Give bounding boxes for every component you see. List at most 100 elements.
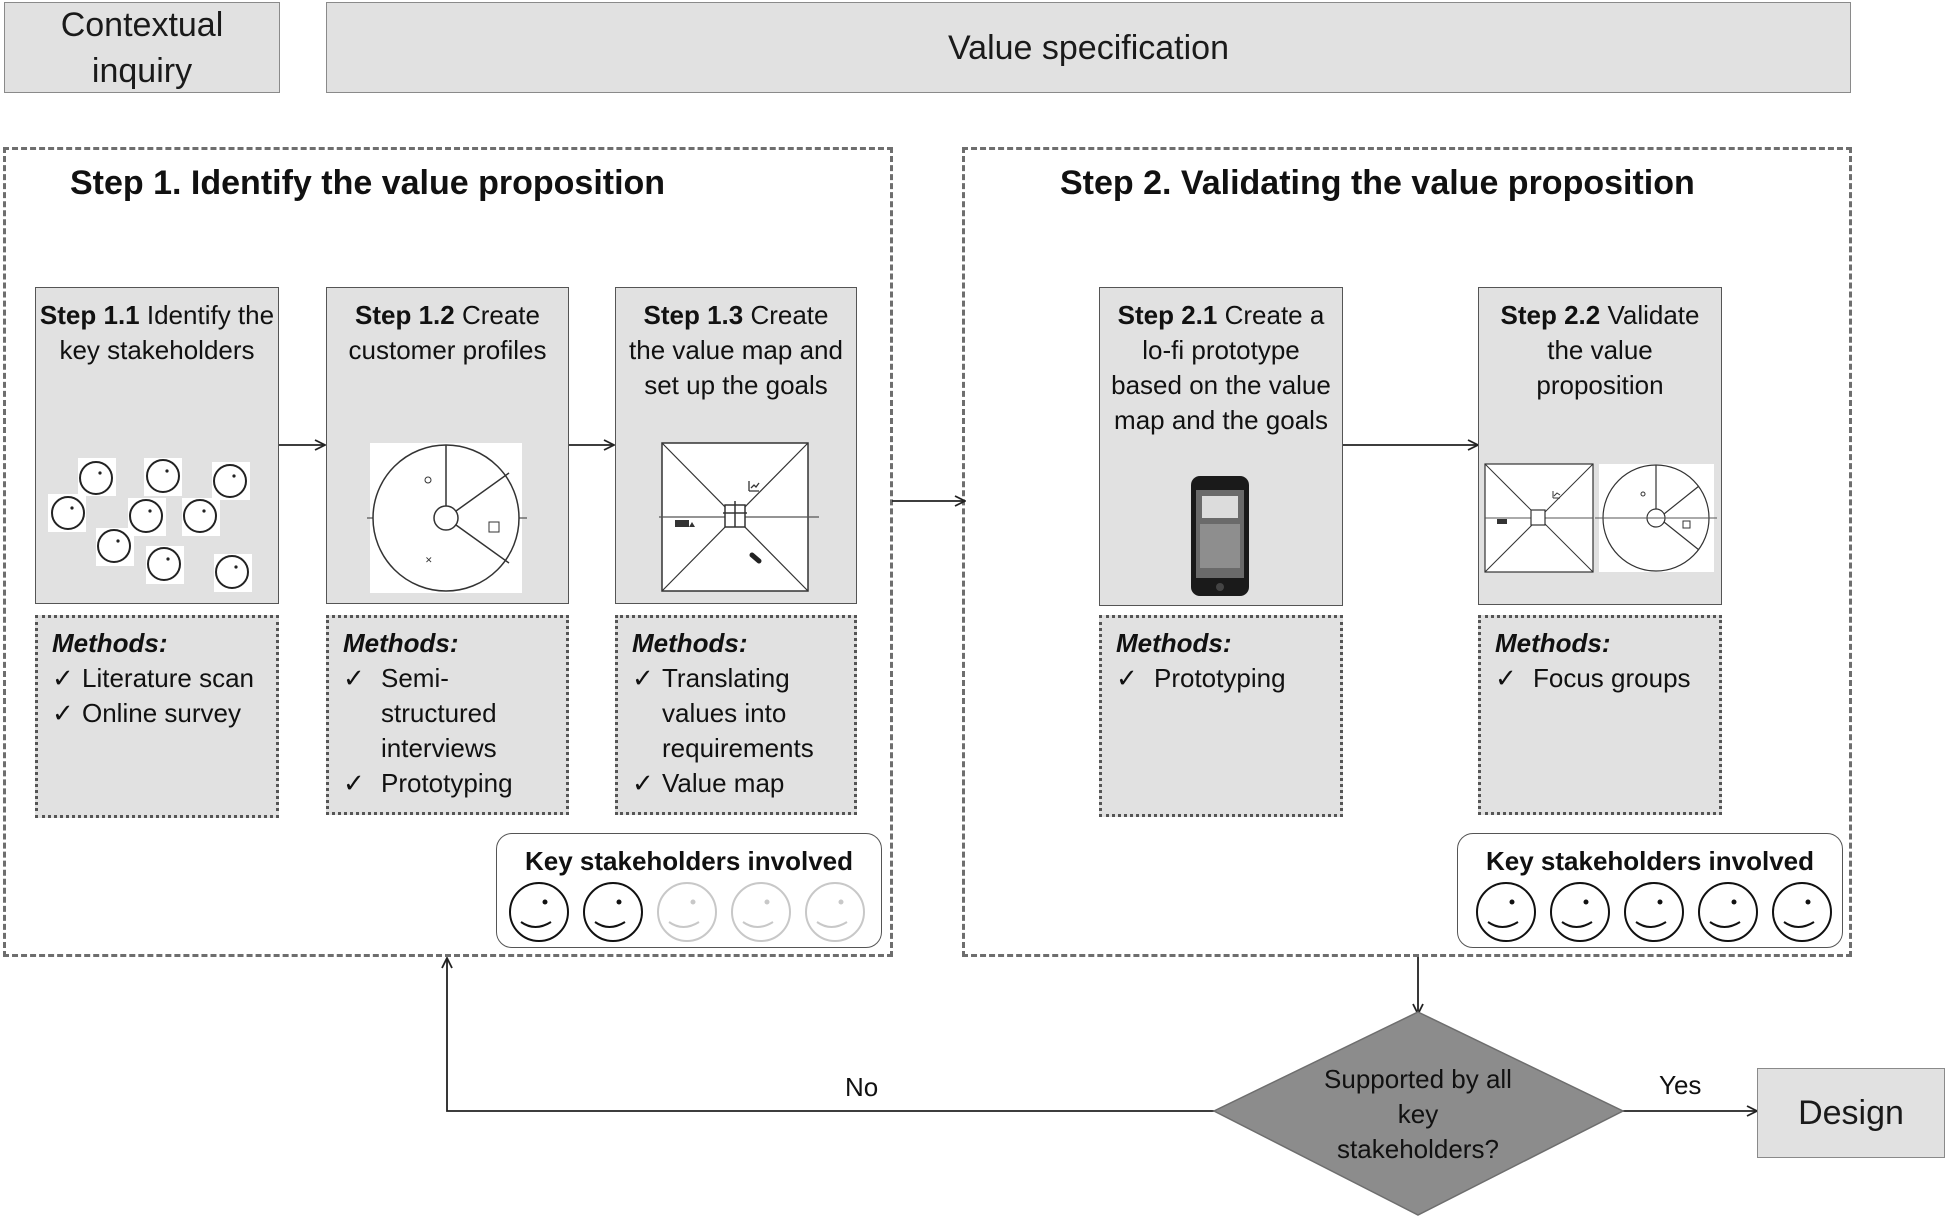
methods-heading: Methods: xyxy=(343,628,459,658)
checkmark-icon: ✓ xyxy=(632,663,654,693)
step-1-3-text: Step 1.3 Create the value map and set up… xyxy=(616,298,856,403)
step-2-2-text: Step 2.2 Validate the value proposition xyxy=(1479,298,1721,403)
step-1-3-methods: Methods: ✓ Translating values into requir… xyxy=(615,615,857,815)
method-label: Value map xyxy=(662,768,785,798)
step-2-1-text: Step 2.1 Create a lo-fi prototype based … xyxy=(1100,298,1342,438)
step2-title: Step 2. Validating the value proposition xyxy=(1060,164,1695,202)
methods-heading: Methods: xyxy=(52,628,168,658)
checkmark-icon: ✓ xyxy=(632,768,654,798)
no-label: No xyxy=(845,1072,879,1102)
face-icon xyxy=(1550,882,1610,942)
face-icon xyxy=(144,458,182,496)
method-label: Translating values into requirements xyxy=(662,663,814,763)
value-proposition-canvas-icon xyxy=(1484,463,1717,573)
face-icon xyxy=(1476,882,1536,942)
stakeholder-faces-row xyxy=(509,882,865,942)
face-icon xyxy=(657,882,717,942)
face-icon xyxy=(1624,882,1684,942)
face-icon xyxy=(583,882,643,942)
face-icon xyxy=(146,546,184,584)
step-2-2-number: Step 2.2 xyxy=(1500,300,1601,330)
stakeholder-faces-row xyxy=(1476,882,1832,942)
method-label: Focus groups xyxy=(1533,663,1691,693)
step-1-2-number: Step 1.2 xyxy=(355,300,455,330)
step-2-1-description: Create a lo-fi prototype based on the va… xyxy=(1111,300,1331,435)
method-item: ✓ Prototyping xyxy=(343,766,566,801)
face-icon xyxy=(805,882,865,942)
method-label: Prototyping xyxy=(1154,663,1286,693)
step-1-1-card: Step 1.1 Identify the key stakeholders xyxy=(35,287,279,604)
key-stakeholders-label: Key stakeholders involved xyxy=(1485,846,1815,876)
checkmark-icon: ✓ xyxy=(343,768,365,798)
method-label: Semi-structured interviews xyxy=(381,663,497,763)
svg-text:✕: ✕ xyxy=(425,555,433,565)
checkmark-icon: ✓ xyxy=(1495,663,1517,693)
method-item: ✓ Semi-structured interviews xyxy=(343,661,566,766)
method-item: ✓ Value map xyxy=(632,766,854,801)
decision-diamond xyxy=(1212,1011,1625,1216)
face-icon xyxy=(212,462,250,500)
method-label: Online survey xyxy=(82,698,241,728)
checkmark-icon: ✓ xyxy=(52,698,74,728)
design-label: Design xyxy=(1798,1094,1904,1132)
value-map-icon xyxy=(659,442,819,592)
methods-heading: Methods: xyxy=(1116,628,1232,658)
step-1-2-card: Step 1.2 Create customer profiles ✕ xyxy=(326,287,569,604)
step2-container xyxy=(962,147,1852,957)
step-1-1-description: Identify the key stakeholders xyxy=(59,300,275,365)
checkmark-icon: ✓ xyxy=(343,663,365,693)
face-icon xyxy=(509,882,569,942)
face-icon xyxy=(48,494,86,532)
step-1-2-description: Create customer profiles xyxy=(348,300,547,365)
step-1-1-number: Step 1.1 xyxy=(39,300,140,330)
step-1-3-description: Create the value map and set up the goal… xyxy=(629,300,843,400)
method-item: ✓ Online survey xyxy=(52,696,276,731)
step-2-1-methods: Methods: ✓ Prototyping xyxy=(1099,615,1343,817)
step-1-1-text: Step 1.1 Identify the key stakeholders xyxy=(36,298,278,368)
checkmark-icon: ✓ xyxy=(1116,663,1138,693)
decision-question: Supported by all key stakeholders? xyxy=(1324,1064,1512,1164)
face-icon xyxy=(96,528,134,566)
customer-profile-icon: ✕ xyxy=(367,443,527,593)
method-label: Prototyping xyxy=(381,768,513,798)
contextual-inquiry-header: Contextual inquiry xyxy=(4,2,280,93)
step-2-1-number: Step 2.1 xyxy=(1117,300,1218,330)
design-box: Design xyxy=(1757,1068,1945,1158)
method-item: ✓ Focus groups xyxy=(1495,661,1719,696)
face-icon xyxy=(214,554,252,592)
face-icon xyxy=(1698,882,1758,942)
face-icon xyxy=(731,882,791,942)
checkmark-icon: ✓ xyxy=(52,663,74,693)
step-1-2-text: Step 1.2 Create customer profiles xyxy=(327,298,568,368)
method-item: ✓ Prototyping xyxy=(1116,661,1340,696)
stakeholder-faces-icon xyxy=(48,458,252,592)
step-2-2-card: Step 2.2 Validate the value proposition xyxy=(1478,287,1722,605)
step-2-2-description: Validate the value proposition xyxy=(1536,300,1700,400)
phone-prototype-icon xyxy=(1191,476,1249,596)
key-stakeholders-label: Key stakeholders involved xyxy=(524,846,854,876)
contextual-inquiry-label: Contextual inquiry xyxy=(60,5,224,90)
methods-heading: Methods: xyxy=(1495,628,1611,658)
arrow-no-loop xyxy=(447,958,1214,1112)
step1-key-stakeholders: Key stakeholders involved xyxy=(496,833,882,948)
yes-label: Yes xyxy=(1659,1070,1702,1100)
step-2-1-card: Step 2.1 Create a lo-fi prototype based … xyxy=(1099,287,1343,606)
value-specification-label: Value specification xyxy=(948,28,1229,67)
face-icon xyxy=(78,458,116,496)
step-2-2-methods: Methods: ✓ Focus groups xyxy=(1478,615,1722,815)
step-1-1-methods: Methods: ✓Literature scan ✓ Online survey xyxy=(35,615,279,818)
method-item: ✓Literature scan xyxy=(52,661,276,696)
step-1-3-card: Step 1.3 Create the value map and set up… xyxy=(615,287,857,604)
step-1-2-methods: Methods: ✓ Semi-structured interviews ✓ Pr… xyxy=(326,615,569,815)
methods-heading: Methods: xyxy=(632,628,748,658)
step1-container xyxy=(3,147,893,957)
method-item: ✓ Translating values into requirements xyxy=(632,661,854,766)
step2-key-stakeholders: Key stakeholders involved xyxy=(1457,833,1843,948)
face-icon xyxy=(182,498,220,536)
step-1-3-number: Step 1.3 xyxy=(643,300,744,330)
step1-title: Step 1. Identify the value proposition xyxy=(70,164,666,202)
value-specification-header: Value specification xyxy=(326,2,1851,93)
face-icon xyxy=(128,498,166,536)
face-icon xyxy=(1772,882,1832,942)
